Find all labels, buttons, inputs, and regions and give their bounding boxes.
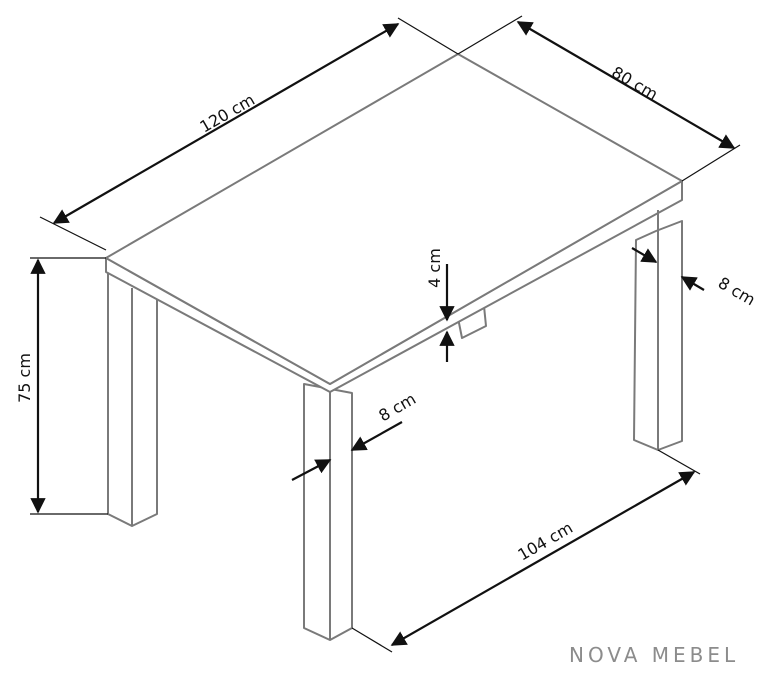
leg-front <box>303 383 353 641</box>
brand-watermark: NOVA MEBEL <box>569 643 740 667</box>
dim-line-depth <box>516 21 736 149</box>
dim-line-length <box>52 23 400 224</box>
label-thickness: 4 cm <box>425 248 444 288</box>
dim-line-leg-front-right <box>350 421 403 451</box>
dim-line-leg-front-left <box>291 459 332 481</box>
dimension-lines <box>30 21 736 646</box>
label-leg-front: 8 cm <box>375 389 419 425</box>
label-leg-back: 8 cm <box>715 273 759 309</box>
label-height: 75 cm <box>15 353 34 403</box>
extension-lines <box>30 15 741 653</box>
dim-line-leg-back-right <box>680 276 705 291</box>
label-length: 120 cm <box>197 90 258 136</box>
label-depth: 80 cm <box>608 63 661 104</box>
dim-line-leg-back-left <box>631 247 658 263</box>
dim-line-span <box>390 471 696 646</box>
table-top <box>105 53 683 385</box>
